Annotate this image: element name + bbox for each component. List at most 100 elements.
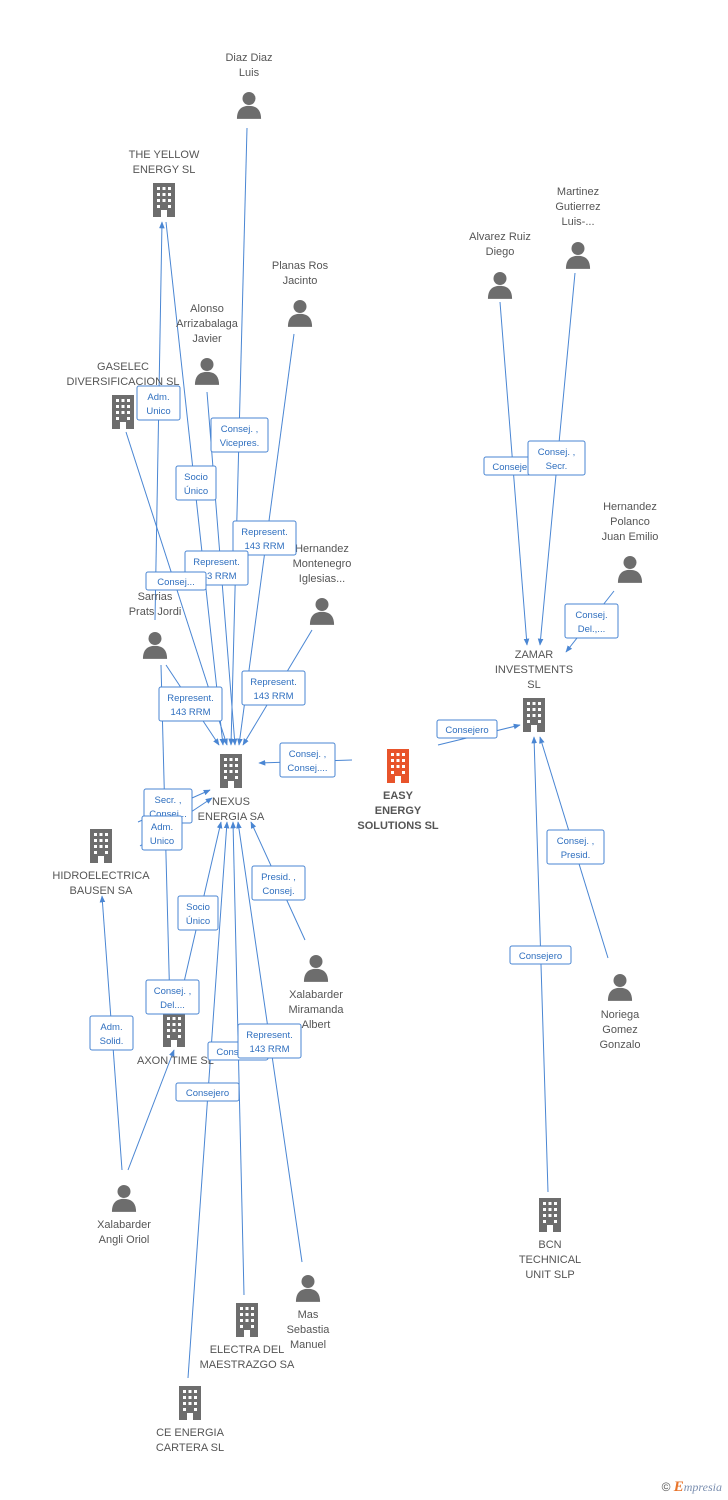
node-label-text: Iglesias...	[299, 573, 345, 585]
edge-label-martinez-zamar[interactable]: Consej. ,Secr.	[527, 440, 586, 476]
person-icon	[487, 272, 513, 299]
node-label-text: DIVERSIFICACION SL	[66, 376, 179, 388]
edge-label-text: Vicepres.	[220, 438, 259, 449]
building-icon	[112, 395, 134, 429]
node-label-text: Albert	[302, 1019, 331, 1031]
edge-label-gaselec-nexus[interactable]: Adm.Unico	[136, 385, 181, 421]
building-icon	[236, 1303, 258, 1337]
edge-label-diaz-nexus[interactable]: Consej. ,Vicepres.	[210, 417, 269, 453]
edge-label-box	[145, 979, 200, 1015]
person-icon	[194, 358, 220, 385]
footer-brand[interactable]: © Empresia	[662, 1479, 722, 1496]
edge-label-text: Consej.	[575, 610, 607, 621]
edge-label-planas-nexus[interactable]: Represent.143 RRM	[232, 520, 297, 556]
edge-label-text: Del....	[160, 1000, 185, 1011]
node-label-text: Xalabarder	[97, 1219, 151, 1231]
edge-label-sarrias-yellow[interactable]: Consej...	[145, 571, 207, 591]
edge-label-sarrias-axon[interactable]: Consej. ,Del....	[145, 979, 200, 1015]
edge-label-sarrias-nexus[interactable]: Represent.143 RRM	[158, 686, 223, 722]
node-label-text: Luis-...	[561, 216, 594, 228]
edge-label-easy-nexus[interactable]: Consej. , Consej....	[279, 742, 336, 778]
node-label-text: Juan Emilio	[602, 531, 659, 543]
node-martinez[interactable]: MartinezGutierrezLuis-...	[555, 186, 601, 269]
edge-label-box	[175, 465, 217, 501]
node-label-text: Hernandez	[603, 501, 657, 513]
edge-label-box	[509, 945, 572, 965]
node-label-text: Prats Jordi	[129, 606, 182, 618]
edge-label-hidro-nexus-adm[interactable]: Adm.Unico	[141, 815, 183, 851]
edge-label-text: Solid.	[100, 1036, 124, 1047]
person-icon	[236, 92, 262, 119]
edge-label-hpolanco-zamar[interactable]: Consej.Del.,...	[564, 603, 619, 639]
node-label-text: TECHNICAL	[519, 1254, 581, 1266]
edge-label-text: Secr. ,	[155, 795, 182, 806]
edge-label-box	[237, 1023, 302, 1059]
edge-label-box	[436, 719, 498, 739]
edge-label-easy-zamar[interactable]: Consejero	[436, 719, 498, 739]
node-label-text: Planas Ros	[272, 260, 329, 272]
node-nexus[interactable]: NEXUS ENERGIA SA	[198, 754, 265, 823]
node-gaselec[interactable]: GASELEC DIVERSIFICACION SL	[66, 361, 180, 429]
edge-label-box	[158, 686, 223, 722]
edge-label-mas-nexus[interactable]: Represent.143 RRM	[237, 1023, 302, 1059]
node-label-text: ENERGIA SA	[198, 811, 265, 823]
edge-label-noriega-zamar[interactable]: Consej. ,Presid.	[546, 829, 605, 865]
edge-label-text: Represent.	[250, 677, 296, 688]
node-label-text: Alonso	[190, 303, 224, 315]
edge-label-bcn-zamar[interactable]: Consejero	[509, 945, 572, 965]
person-icon	[295, 1275, 321, 1302]
edge-label-text: Consejero	[445, 725, 488, 736]
node-label-text: Diaz Diaz	[225, 52, 272, 64]
node-label-text: Angli Oriol	[99, 1234, 150, 1246]
copyright-symbol: ©	[661, 1480, 671, 1494]
node-label-text: BAUSEN SA	[70, 885, 134, 897]
edge-label-box	[527, 440, 586, 476]
edge-label-text: Represent.	[193, 557, 239, 568]
brand-logo-initial: E	[673, 1479, 684, 1495]
person-icon	[142, 632, 168, 659]
person-icon	[287, 300, 313, 327]
edge-label-text: Socio	[186, 902, 210, 913]
edge-label-text: Consej....	[287, 763, 327, 774]
node-axon[interactable]: AXON TIME SL	[137, 1013, 214, 1067]
node-label-text: GASELEC	[97, 361, 149, 373]
node-hidro[interactable]: HIDROELECTRICA BAUSEN SA	[52, 829, 150, 897]
node-label-text: ZAMAR	[515, 649, 554, 661]
node-label-text: SOLUTIONS SL	[357, 820, 439, 832]
node-label-text: Sarrias	[138, 591, 173, 603]
node-hernandezm[interactable]: HernandezMontenegroIglesias...	[293, 543, 352, 625]
edge-label-box	[145, 571, 207, 591]
node-label-text: Manuel	[290, 1339, 326, 1351]
person-icon	[309, 598, 335, 625]
edge-label-box	[141, 815, 183, 851]
edge-label-text: Adm.	[147, 392, 169, 403]
edge-label-hernandezm-nexus[interactable]: Represent.143 RRM	[241, 670, 306, 706]
edge-label-text: Consej. ,	[289, 749, 327, 760]
edge-label-xalmir-nexus[interactable]: Presid. ,Consej.	[251, 865, 306, 901]
edge-label-xalangli-hidro[interactable]: Adm.Solid.	[89, 1015, 134, 1051]
node-label-text: HIDROELECTRICA	[52, 870, 150, 882]
node-label-text: CE ENERGIA	[156, 1427, 225, 1439]
edge-label-box	[136, 385, 181, 421]
node-label-text: EASY	[383, 790, 414, 802]
edge-label-ce-nexus[interactable]: Consejero	[175, 1082, 240, 1102]
node-label-text: NEXUS	[212, 796, 250, 808]
